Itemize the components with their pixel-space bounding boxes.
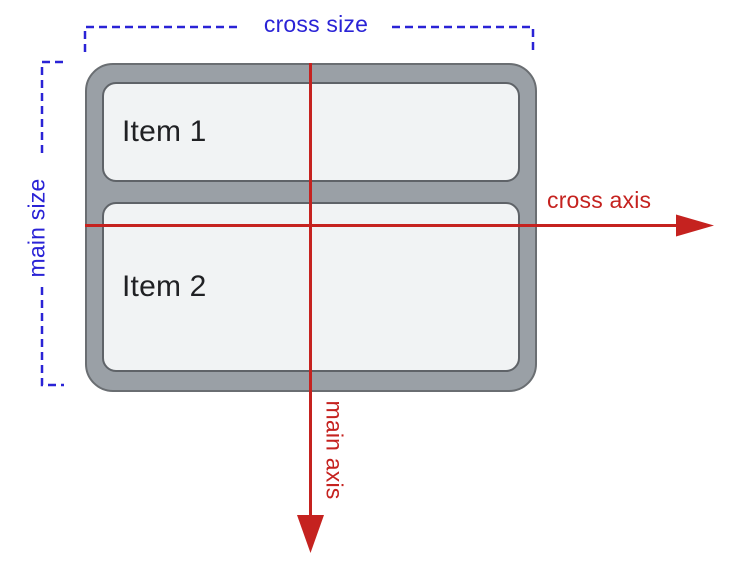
flex-item-1: Item 1 xyxy=(102,82,520,182)
flex-item-1-label: Item 1 xyxy=(122,115,207,148)
cross-axis-arrowhead-icon xyxy=(676,214,714,237)
flex-item-2: Item 2 xyxy=(102,202,520,372)
main-axis-label: main axis xyxy=(321,400,348,500)
main-axis-arrowhead-icon xyxy=(297,515,324,553)
cross-axis-label: cross axis xyxy=(547,187,652,213)
main-size-label: main size xyxy=(23,178,50,278)
cross-size-label: cross size xyxy=(263,11,369,37)
flex-container: Item 1 Item 2 xyxy=(85,63,537,392)
flex-item-2-label: Item 2 xyxy=(122,270,207,303)
